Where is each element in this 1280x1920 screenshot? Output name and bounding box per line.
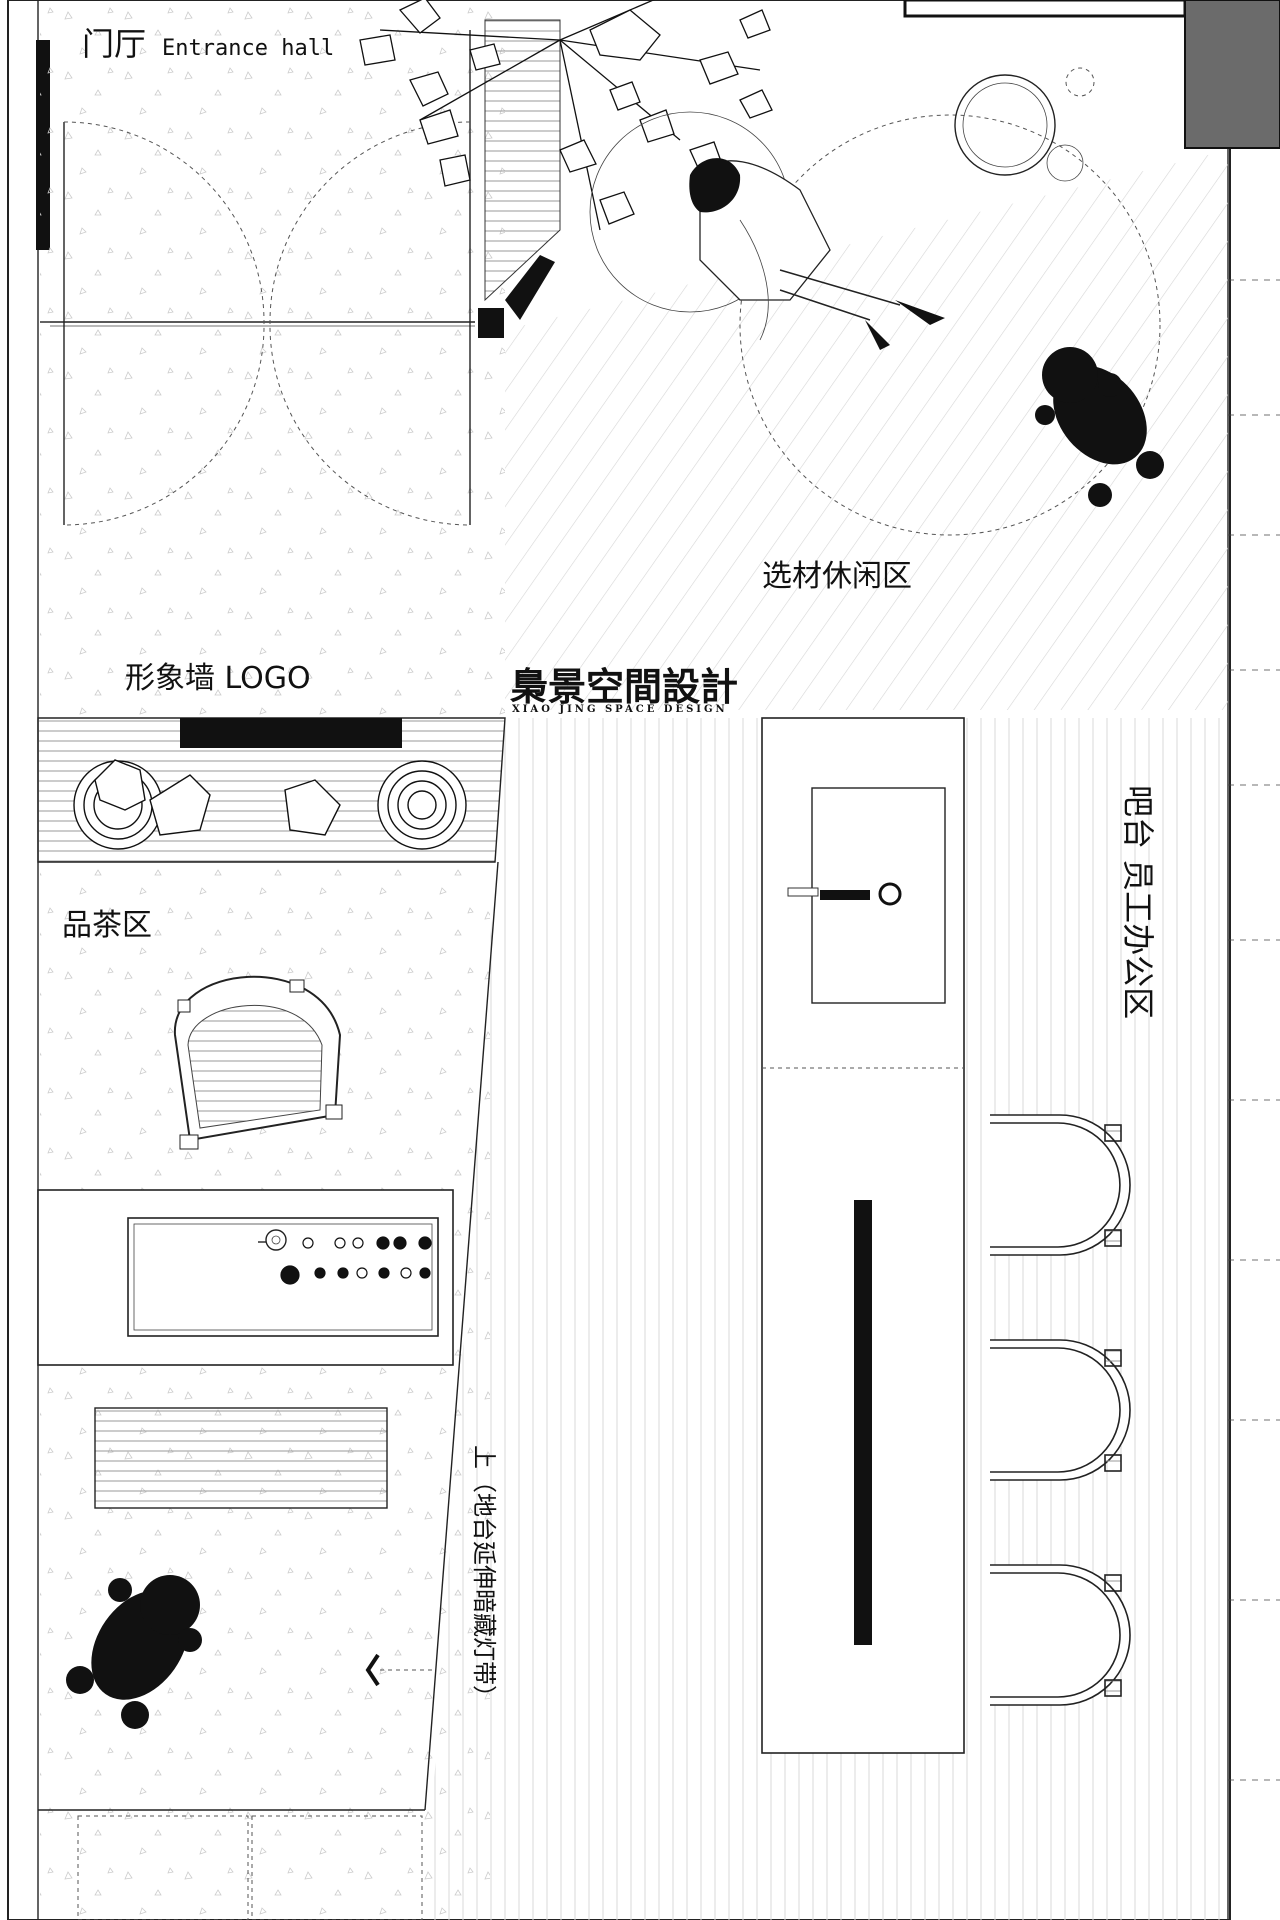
- chair-icon: [173, 975, 343, 1150]
- entrance-en-label: Entrance hall: [162, 36, 334, 61]
- bar-label: 吧台 员工办公区: [1119, 785, 1157, 1019]
- plant-icon: [359, 0, 773, 231]
- logo-wall-label: 形象墙 LOGO: [125, 661, 311, 696]
- entrance-doors: [40, 30, 504, 526]
- brand-name-en: XIAO JING SPACE DESIGN: [512, 704, 728, 715]
- right-wall-dashes: [1228, 279, 1280, 1781]
- bench: [94, 1407, 388, 1509]
- dog-icon-2: [66, 1575, 202, 1729]
- leisure-label: 选材休闲区: [762, 559, 912, 594]
- stool-icon: [990, 1114, 1131, 1706]
- arrow-left-icon: [365, 1653, 432, 1687]
- teapot-icon: [258, 1229, 287, 1251]
- rock-icon: [73, 759, 467, 850]
- person-icon: [689, 158, 945, 350]
- brand-name: 梟景空間設計: [510, 664, 738, 709]
- stair-up-label: 上（地台延伸暗藏灯带）: [470, 1445, 498, 1709]
- entrance-label: 门厅: [82, 25, 146, 63]
- tea-label: 品茶区: [62, 908, 152, 943]
- faucet-icon: [787, 882, 902, 906]
- dog-icon: [1035, 347, 1164, 507]
- tea-cups: [280, 1236, 432, 1285]
